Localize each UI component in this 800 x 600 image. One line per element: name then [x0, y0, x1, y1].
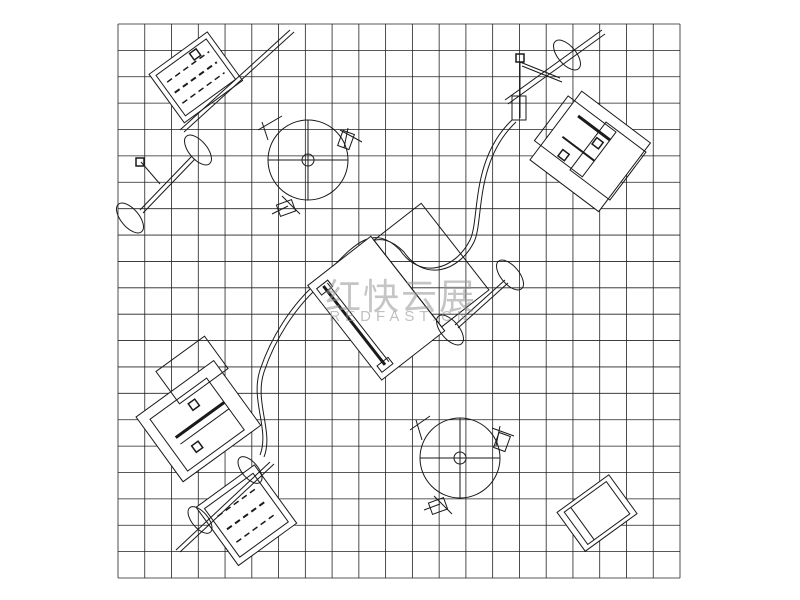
watermark-chinese: 红快云展: [324, 277, 477, 318]
round-table-set-bottom: [409, 415, 515, 516]
cabinet-bottom-right: [556, 474, 638, 552]
side-table-top-left: [116, 134, 212, 234]
counter-unit-center: [307, 202, 490, 381]
counter-unit-left: [135, 335, 262, 483]
floor-grid: [117, 23, 681, 579]
round-table-set-top: [257, 115, 363, 218]
side-table-center: [436, 259, 524, 346]
counter-unit-bottom-left: [175, 456, 298, 567]
counter-unit-top-left: [148, 29, 295, 133]
counter-unit-top-right: [504, 29, 652, 213]
side-table-top-right: [511, 39, 581, 121]
watermark-english: REDFAST.CN: [329, 308, 473, 325]
